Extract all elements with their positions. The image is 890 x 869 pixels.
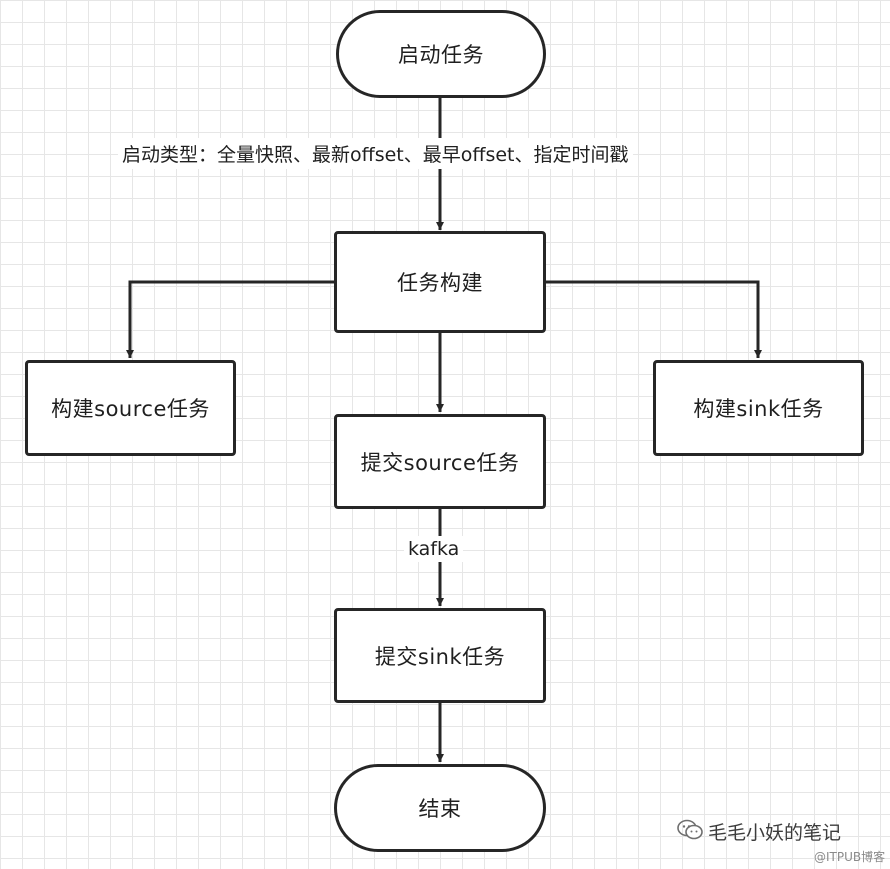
submit-sink-label: 提交sink任务 <box>374 644 506 669</box>
watermark-title: 毛毛小妖的笔记 <box>708 822 842 844</box>
build-task-label: 任务构建 <box>397 271 483 295</box>
build-sink-node: 构建sink任务 <box>653 360 864 456</box>
watermark-source: @ITPUB博客 <box>814 850 886 864</box>
start-type-text: 启动类型：全量快照、最新offset、最早offset、指定时间戳 <box>122 144 629 166</box>
submit-sink-node: 提交sink任务 <box>334 608 546 703</box>
kafka-label: kafka <box>404 536 464 562</box>
build-task-node: 任务构建 <box>334 231 546 333</box>
kafka-text: kafka <box>408 538 460 560</box>
submit-source-label: 提交source任务 <box>360 450 520 475</box>
wechat-icon <box>677 819 703 840</box>
start-node: 启动任务 <box>336 10 546 98</box>
build-source-node: 构建source任务 <box>25 360 236 456</box>
end-node-label: 结束 <box>418 797 462 821</box>
build-source-label: 构建source任务 <box>51 397 210 421</box>
edge-build-to-build-sink <box>546 280 762 358</box>
start-type-label: 启动类型：全量快照、最新offset、最早offset、指定时间戳 <box>118 138 633 169</box>
edge-build-to-build-source <box>126 280 334 358</box>
submit-source-node: 提交source任务 <box>334 414 546 509</box>
start-node-label: 启动任务 <box>398 43 484 67</box>
end-node: 结束 <box>334 764 546 852</box>
build-sink-label: 构建sink任务 <box>693 397 824 421</box>
